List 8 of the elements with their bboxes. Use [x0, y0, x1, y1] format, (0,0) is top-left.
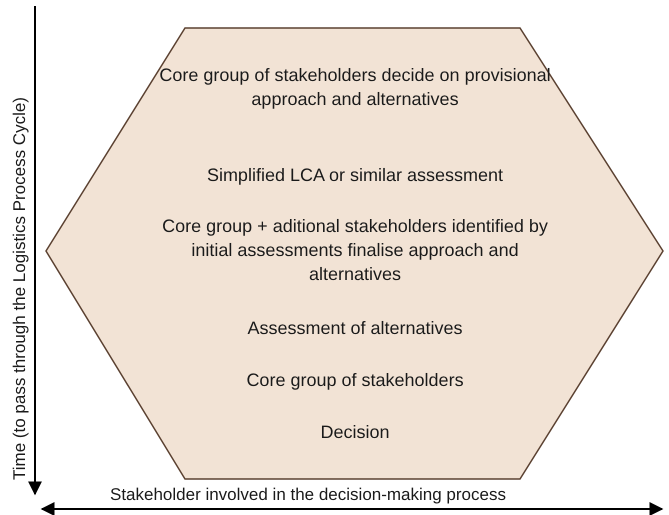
stage-text: Core group + aditional stakeholders identified by initial assessments finalise approach and alternatives [161, 215, 549, 286]
stage-text: Simplified LCA or similar assessment [206, 164, 504, 187]
stage-text: Core group of stakeholders decide on provisional approach and alternatives [158, 64, 552, 111]
stage-text: Decision [319, 421, 391, 444]
stage-text: Core group of stakeholders [245, 369, 465, 392]
axis-label: Time (to pass through the Logistics Process Cycle) [10, 97, 30, 480]
axis-label: Stakeholder involved in the decision-making process [110, 485, 506, 505]
stage-text: Assessment of alternatives [246, 317, 464, 340]
